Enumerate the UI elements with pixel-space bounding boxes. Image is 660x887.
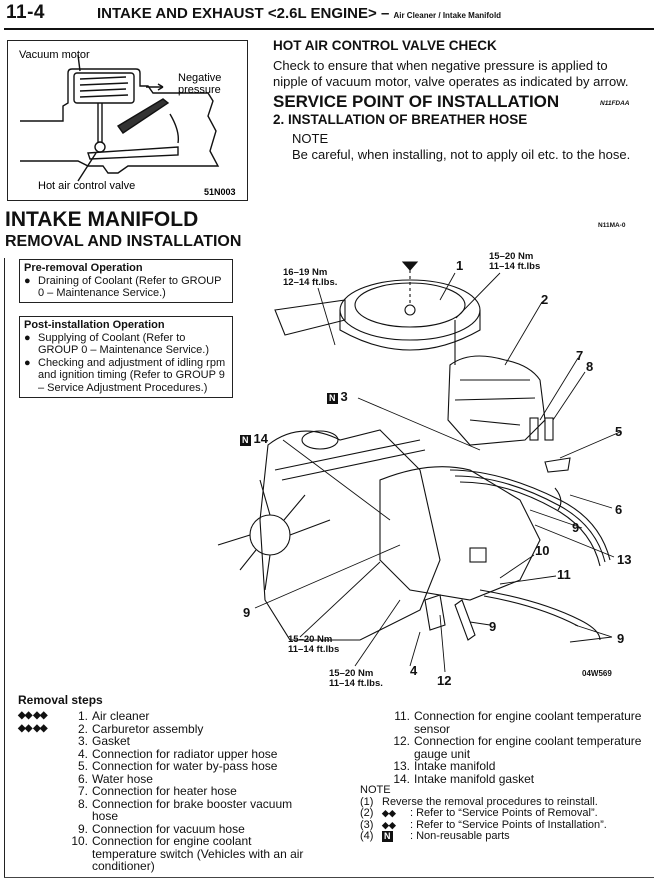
bottom-rule <box>4 877 654 878</box>
label-vacuum-motor: Vacuum motor <box>19 49 90 61</box>
callout-4: 4 <box>410 663 418 678</box>
note-item: (1)Reverse the removal procedures to rei… <box>360 795 598 808</box>
hot-air-valve-figure: Vacuum motor Negative pressure Hot air c… <box>7 40 248 201</box>
notes-label: NOTE <box>360 784 391 796</box>
callout-9-right: 9 <box>617 631 625 646</box>
removal-installation-marks: ◆◆ ◆◆ <box>18 722 48 734</box>
post-installation-item: ● Supplying of Coolant (Refer to GROUP 0… <box>24 331 209 357</box>
removal-step: 14.Intake manifold gasket <box>393 771 535 786</box>
title-main: INTAKE AND EXHAUST <2.6L ENGINE> <box>97 5 377 22</box>
removal-step: 3.Gasket <box>77 734 131 748</box>
removal-steps-right: 11.Connection for engine coolant tempera… <box>386 710 648 785</box>
non-reusable-badge: N <box>240 435 251 446</box>
removal-step: ◆◆ ◆◆2.Carburetor assembly <box>18 721 204 736</box>
note-item: (3)◆◆: Refer to “Service Points of Insta… <box>360 818 607 831</box>
callout-9-lower: 9 <box>489 619 497 634</box>
breather-note-text: Be careful, when installing, not to appl… <box>292 147 631 162</box>
service-point-heading: SERVICE POINT OF INSTALLATION <box>273 92 560 111</box>
torque-carburetor: 15–20 Nm 11–14 ft.lbs <box>489 251 541 272</box>
non-reusable-icon: N <box>382 831 393 842</box>
removal-step: ◆◆ ◆◆1.Air cleaner <box>18 709 150 723</box>
torque-manifold-low: 15–20 Nm 11–14 ft.lbs. <box>329 668 383 689</box>
note-item: (4)N: Non-reusable parts <box>360 830 510 842</box>
removal-step: 8.Connection for brake booster vacuum ho… <box>77 796 293 823</box>
callout-9-upper: 9 <box>572 520 580 535</box>
removal-steps-title: Removal steps <box>18 693 103 707</box>
diagram-leader-lines <box>254 272 621 673</box>
removal-step: 13.Intake manifold <box>393 759 496 773</box>
callout-1: 1 <box>456 258 464 273</box>
title-subtitle: Air Cleaner / Intake Manifold <box>393 11 502 20</box>
page-title: INTAKE AND EXHAUST <2.6L ENGINE> – Air C… <box>97 5 501 22</box>
service-point-code: N11FDAA <box>600 100 630 107</box>
callout-9-left: 9 <box>243 605 251 620</box>
hot-air-check-heading: HOT AIR CONTROL VALVE CHECK <box>273 38 497 53</box>
pre-removal-title: Pre-removal Operation <box>24 262 143 274</box>
torque-manifold-mid: 15–20 Nm 11–14 ft.lbs <box>288 634 340 655</box>
pre-removal-item: ● Draining of Coolant (Refer to GROUP 0 … <box>24 274 222 300</box>
callout-10: 10 <box>535 543 550 558</box>
installation-mark-icon: ◆◆ <box>382 819 396 830</box>
removal-step: 11.Connection for engine coolant tempera… <box>394 709 642 736</box>
section-code: N11MA-0 <box>598 222 626 229</box>
removal-installation-heading: REMOVAL AND INSTALLATION <box>5 233 242 250</box>
callout-8: 8 <box>586 359 594 374</box>
callout-6: 6 <box>615 502 623 517</box>
post-installation-title: Post-installation Operation <box>24 319 165 331</box>
diagram-linework <box>217 261 611 641</box>
left-rule <box>4 258 5 878</box>
label-hot-air-valve: Hot air control valve <box>38 180 135 192</box>
removal-step: 4.Connection for radiator upper hose <box>77 746 278 761</box>
bullet-icon: ● <box>24 331 31 344</box>
label-negative-pressure-1: Negative <box>178 72 221 84</box>
callout-2: 2 <box>541 292 549 307</box>
post-installation-item: ● Checking and adjustment of idling rpm … <box>24 356 226 394</box>
removal-step: 9.Connection for vacuum hose <box>77 821 245 836</box>
torque-air-cleaner: 16–19 Nm 12–14 ft.lbs. <box>283 267 338 288</box>
removal-step: 5.Connection for water by-pass hose <box>77 759 278 773</box>
intake-manifold-diagram <box>217 261 621 673</box>
intake-manifold-heading: INTAKE MANIFOLD <box>5 208 199 231</box>
removal-step: 7.Connection for heater hose <box>77 784 237 798</box>
removal-step: 10.Connection for engine coolant tempera… <box>71 834 304 873</box>
note-item: (2)◆◆: Refer to “Service Points of Remov… <box>360 807 598 819</box>
notes-block: NOTE (1)Reverse the removal procedures t… <box>360 784 650 843</box>
removal-installation-marks: ◆◆ ◆◆ <box>18 710 48 721</box>
hot-air-check-body: Check to ensure that when negative press… <box>273 58 629 89</box>
callout-12: 12 <box>437 673 452 688</box>
page-number: 11-4 <box>6 2 45 23</box>
removal-mark-icon: ◆◆ <box>382 808 396 818</box>
bullet-icon: ● <box>24 274 31 287</box>
figure-code: 51N003 <box>204 187 236 197</box>
removal-step: 6.Water hose <box>77 771 153 786</box>
callout-5: 5 <box>615 424 623 439</box>
title-separator: – <box>380 5 390 22</box>
removal-steps-left: ◆◆ ◆◆1.Air cleaner ◆◆ ◆◆2.Carburetor ass… <box>18 710 318 873</box>
hot-air-valve-drawing: Vacuum motor Negative pressure Hot air c… <box>19 49 236 197</box>
label-negative-pressure-2: pressure <box>178 84 221 96</box>
callout-13: 13 <box>617 552 632 567</box>
header-rule <box>4 28 654 30</box>
diagram-code: 04W569 <box>582 669 612 678</box>
removal-step: 12.Connection for engine coolant tempera… <box>393 734 642 761</box>
bullet-icon: ● <box>24 356 31 369</box>
non-reusable-badge: N <box>327 393 338 404</box>
post-installation-box: Post-installation Operation ● Supplying … <box>19 316 233 398</box>
callout-11: 11 <box>557 567 571 582</box>
callout-7: 7 <box>576 348 584 363</box>
breather-note-label: NOTE <box>292 131 329 146</box>
pre-removal-box: Pre-removal Operation ● Draining of Cool… <box>19 259 233 303</box>
breather-hose-heading: 2. INSTALLATION OF BREATHER HOSE <box>273 112 528 127</box>
